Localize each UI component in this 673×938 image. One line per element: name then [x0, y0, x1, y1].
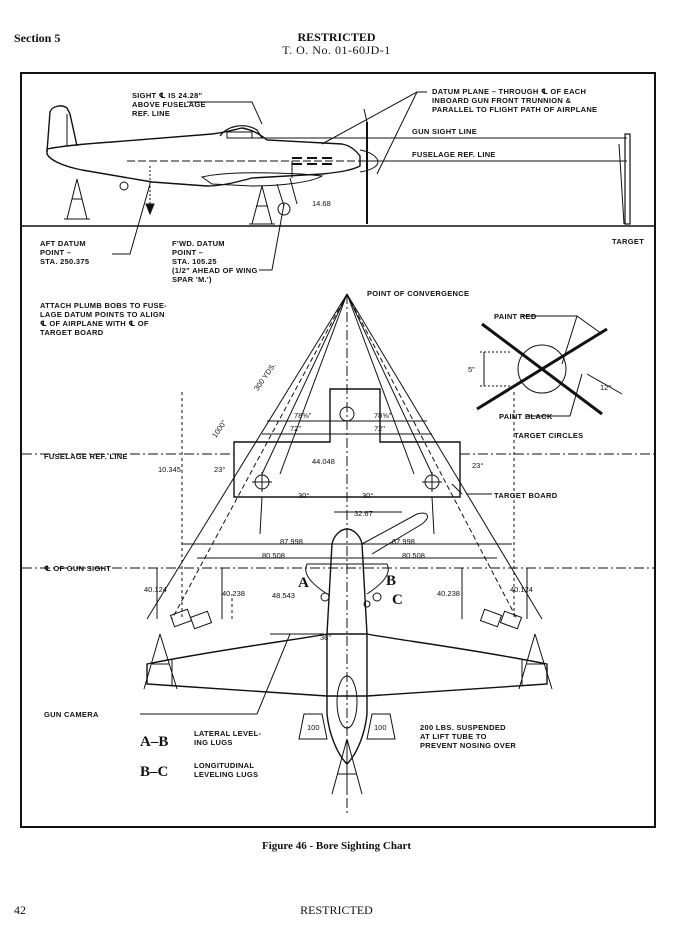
fwd-datum-2: POINT – — [172, 248, 203, 257]
classification-bottom: RESTRICTED — [300, 903, 373, 917]
gun-sight-line-label: GUN SIGHT LINE — [412, 127, 477, 136]
fwd-datum-4: (1/2" AHEAD OF WING — [172, 266, 258, 275]
plan-view-aircraft — [143, 512, 553, 795]
lug-b: B — [386, 573, 396, 589]
legend: A–B LATERAL LEVEL- ING LUGS B–C LONGITUD… — [140, 729, 261, 780]
dim-300-yds: 300 YDS. — [252, 361, 278, 392]
weight-note-2: AT LIFT TUBE TO — [420, 732, 487, 741]
datum-note-1: DATUM PLANE – THROUGH ℄ OF EACH — [432, 87, 586, 96]
dim-87-998-left: 87.998 — [280, 537, 303, 546]
dim-32-67: 32.67 — [354, 509, 373, 518]
legend-ab-text-1: LATERAL LEVEL- — [194, 729, 261, 738]
target-circles-title: TARGET CIRCLES — [514, 431, 583, 440]
to-number: T. O. No. 01-60JD-1 — [282, 43, 391, 57]
sight-note-3: REF. LINE — [132, 109, 170, 118]
page-number: 42 — [14, 903, 26, 917]
side-view-aircraft — [46, 105, 379, 225]
datum-note-2: INBOARD GUN FRONT TRUNNION & — [432, 96, 572, 105]
weight-note-3: PREVENT NOSING OVER — [420, 741, 516, 750]
target-circles-labels: PAINT RED PAINT BLACK 5" 12" TARGET CIRC… — [468, 312, 611, 440]
dim-36-in: 36" — [320, 633, 331, 642]
aft-datum-3: STA. 250.375 — [40, 257, 89, 266]
legend-key-bc: B–C — [140, 764, 168, 780]
dim-80-508-right: 80.508 — [402, 551, 425, 560]
angle-23-left: 23° — [214, 465, 225, 474]
aft-datum-1: AFT DATUM — [40, 239, 86, 248]
weight-100-right: 100 — [374, 723, 387, 732]
plumb-note-2: LAGE DATUM POINTS TO ALIGN — [40, 310, 165, 319]
dim-78-left: 78⅝" — [294, 411, 312, 420]
dim-48-543: 48.543 — [272, 591, 295, 600]
dim-40-124-right: 40.124 — [510, 585, 533, 594]
weight-100-left: 100 — [307, 723, 320, 732]
legend-bc-text-2: LEVELING LUGS — [194, 770, 258, 779]
aft-datum-2: POINT – — [40, 248, 71, 257]
dim-78-right: 78⅝" — [374, 411, 392, 420]
lug-a: A — [298, 575, 309, 591]
lug-c: C — [392, 592, 403, 608]
dim-5-in: 5" — [468, 365, 475, 374]
dim-40-238-left: 40.238 — [222, 589, 245, 598]
target-circles-graphic — [476, 315, 623, 417]
legend-key-ab: A–B — [140, 734, 168, 750]
figure-caption: Figure 46 - Bore Sighting Chart — [261, 840, 411, 852]
dim-40-238-right: 40.238 — [437, 589, 460, 598]
weight-note-1: 200 LBS. SUSPENDED — [420, 723, 506, 732]
dim-12-in: 12" — [600, 383, 611, 392]
fwd-datum-1: F'WD. DATUM — [172, 239, 225, 248]
target-board-label: TARGET BOARD — [494, 491, 558, 500]
dim-72-right: 72" — [374, 424, 385, 433]
side-view-labels: SIGHT ℄ IS 24.28" ABOVE FUSELAGE REF. LI… — [40, 87, 644, 337]
angle-30-right: 30° — [362, 491, 373, 500]
point-of-convergence: POINT OF CONVERGENCE — [367, 289, 469, 298]
angle-30-left: 30° — [298, 491, 309, 500]
sight-note-1: SIGHT ℄ IS 24.28" — [132, 91, 203, 100]
plumb-note-3: ℄ OF AIRPLANE WITH ℄ OF — [40, 319, 149, 328]
plan-view-labels: POINT OF CONVERGENCE 300 YDS. 1000" 78⅝"… — [44, 289, 558, 750]
dim-72-left: 72" — [290, 424, 301, 433]
classification-top: RESTRICTED — [297, 30, 376, 44]
dim-1000-in: 1000" — [210, 418, 229, 439]
gun-camera-label: GUN CAMERA — [44, 710, 99, 719]
target-label: TARGET — [612, 237, 644, 246]
paint-black-label: PAINT BLACK — [499, 412, 553, 421]
plan-fuselage-ref-line: FUSELAGE REF. LINE — [44, 452, 128, 461]
plumb-note-1: ATTACH PLUMB BOBS TO FUSE- — [40, 301, 167, 310]
datum-note-3: PARALLEL TO FLIGHT PATH OF AIRPLANE — [432, 105, 597, 114]
bore-sighting-diagram: SIGHT ℄ IS 24.28" ABOVE FUSELAGE REF. LI… — [22, 87, 654, 814]
angle-23-right: 23° — [472, 461, 483, 470]
fuselage-ref-line-label: FUSELAGE REF. LINE — [412, 150, 496, 159]
dim-14-68: 14.68 — [312, 199, 331, 208]
dim-40-124-left: 40.124 — [144, 585, 167, 594]
convergence-rays — [146, 293, 543, 620]
diagram-frame: SIGHT ℄ IS 24.28" ABOVE FUSELAGE REF. LI… — [20, 72, 656, 828]
legend-ab-text-2: ING LUGS — [194, 738, 233, 747]
target-post — [624, 133, 631, 225]
dim-44-048: 44.048 — [312, 457, 335, 466]
plumb-note-4: TARGET BOARD — [40, 328, 104, 337]
dim-80-508-left: 80.508 — [262, 551, 285, 560]
dim-10-345: 10.345 — [158, 465, 181, 474]
section-label: Section 5 — [14, 31, 61, 45]
paint-red-label: PAINT RED — [494, 312, 537, 321]
fwd-datum-5: SPAR 'M.') — [172, 275, 212, 284]
sight-note-2: ABOVE FUSELAGE — [132, 100, 206, 109]
fwd-datum-3: STA. 105.25 — [172, 257, 217, 266]
dim-87-998-right: 87.998 — [392, 537, 415, 546]
legend-bc-text-1: LONGITUDINAL — [194, 761, 254, 770]
gun-sight-label: ℄ OF GUN SIGHT — [44, 564, 111, 573]
